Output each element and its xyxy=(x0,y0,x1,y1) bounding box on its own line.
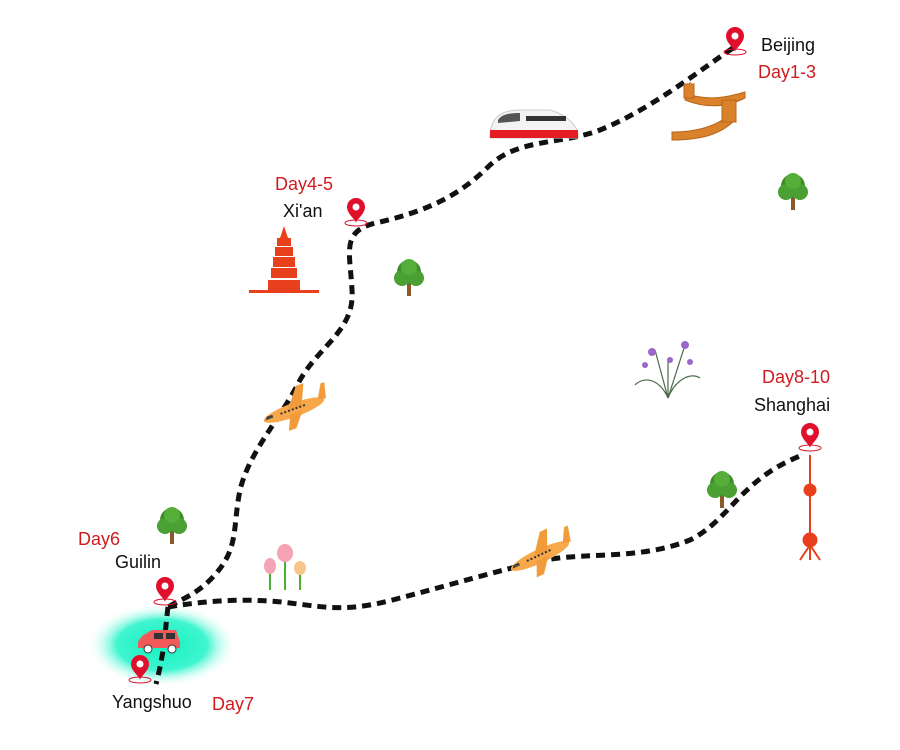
route-guilin-shanghai xyxy=(167,453,801,611)
yangshuo-label: Yangshuo xyxy=(112,692,192,712)
guilin-label: Guilin xyxy=(115,552,162,572)
xian-pin-icon[interactable] xyxy=(344,197,368,227)
tulips-icon xyxy=(264,544,306,590)
orchid-icon xyxy=(634,341,701,399)
route-lines xyxy=(153,45,801,685)
shanghai-label: Shanghai xyxy=(754,395,831,415)
beijing-days: Day1-3 xyxy=(758,62,817,82)
xian-label: Xi'an xyxy=(283,201,323,221)
guilin-pin-icon[interactable] xyxy=(153,576,177,606)
shanghai-pin-icon[interactable] xyxy=(798,422,822,452)
xian-days: Day4-5 xyxy=(275,174,334,194)
shanghai-days: Day8-10 xyxy=(762,367,831,387)
oriental-pearl-tower-icon xyxy=(799,455,821,561)
tree-icon xyxy=(778,173,808,210)
route-beijing-guilin xyxy=(166,45,735,610)
great-wall-icon xyxy=(671,81,746,141)
tree-icon xyxy=(394,259,424,296)
beijing-label: Beijing xyxy=(761,35,816,55)
train-icon xyxy=(489,109,579,139)
car-icon xyxy=(138,630,180,654)
airplane-icon xyxy=(500,519,584,587)
pagoda-icon xyxy=(249,226,319,293)
tree-icon xyxy=(157,507,187,544)
guilin-days: Day6 xyxy=(78,529,121,549)
yangshuo-days: Day7 xyxy=(212,694,255,714)
